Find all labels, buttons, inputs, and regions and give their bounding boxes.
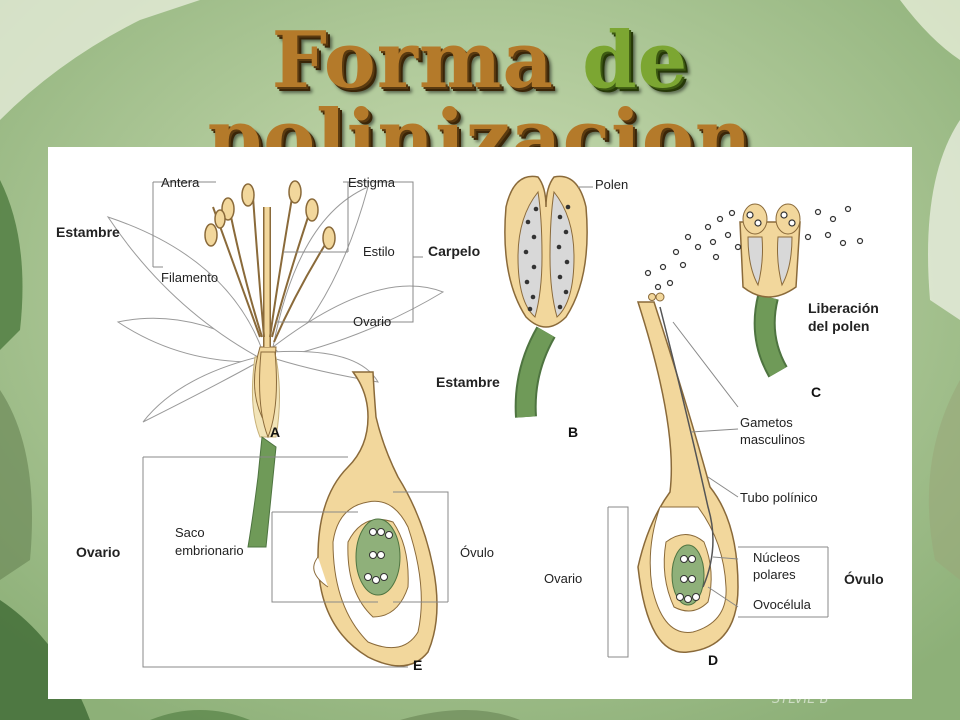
label-nucleos-2: polares (753, 567, 796, 582)
letter-c: C (811, 384, 821, 400)
letter-b: B (568, 424, 578, 440)
label-ovocelula: Ovocélula (753, 597, 812, 612)
letter-a: A (270, 424, 280, 440)
figure-b-anther (504, 175, 593, 418)
label-estigma: Estigma (348, 175, 396, 190)
figure-d-pollen-tube (607, 292, 829, 658)
label-liberacion-1: Liberación (808, 300, 879, 316)
label-estambre-b: Estambre (436, 374, 500, 390)
label-filamento: Filamento (161, 270, 218, 285)
figure-c-pollen-release (644, 203, 864, 378)
label-ovulo-e: Óvulo (460, 545, 494, 560)
title-part-1: Forma (271, 15, 583, 106)
label-saco-2: embrionario (175, 543, 244, 558)
label-nucleos-1: Núcleos (753, 550, 800, 565)
diagram-panel: Antera Estigma Estambre Estilo Carpelo F… (48, 147, 912, 699)
letter-d: D (708, 652, 718, 668)
label-ovulo-d: Óvulo (844, 570, 884, 587)
label-gametos-1: Gametos (740, 415, 793, 430)
label-ovario-e: Ovario (76, 544, 120, 560)
figure-e-ovary (142, 371, 449, 668)
title-part-2: de (582, 15, 689, 106)
label-tubo-polinico: Tubo polínico (740, 490, 818, 505)
label-estilo: Estilo (363, 244, 395, 259)
label-antera: Antera (161, 175, 200, 190)
signature-watermark: SYLVIE B (772, 692, 829, 707)
label-carpelo: Carpelo (428, 243, 480, 259)
label-saco-1: Saco (175, 525, 205, 540)
label-ovario-a: Ovario (353, 314, 391, 329)
label-ovario-d: Ovario (544, 571, 582, 586)
letter-e: E (413, 657, 422, 673)
label-polen: Polen (595, 177, 628, 192)
figure-a-flower (106, 180, 445, 548)
label-gametos-2: masculinos (740, 432, 806, 447)
label-estambre-a: Estambre (56, 224, 120, 240)
pollination-diagram: Antera Estigma Estambre Estilo Carpelo F… (56, 175, 884, 673)
label-liberacion-2: del polen (808, 318, 869, 334)
